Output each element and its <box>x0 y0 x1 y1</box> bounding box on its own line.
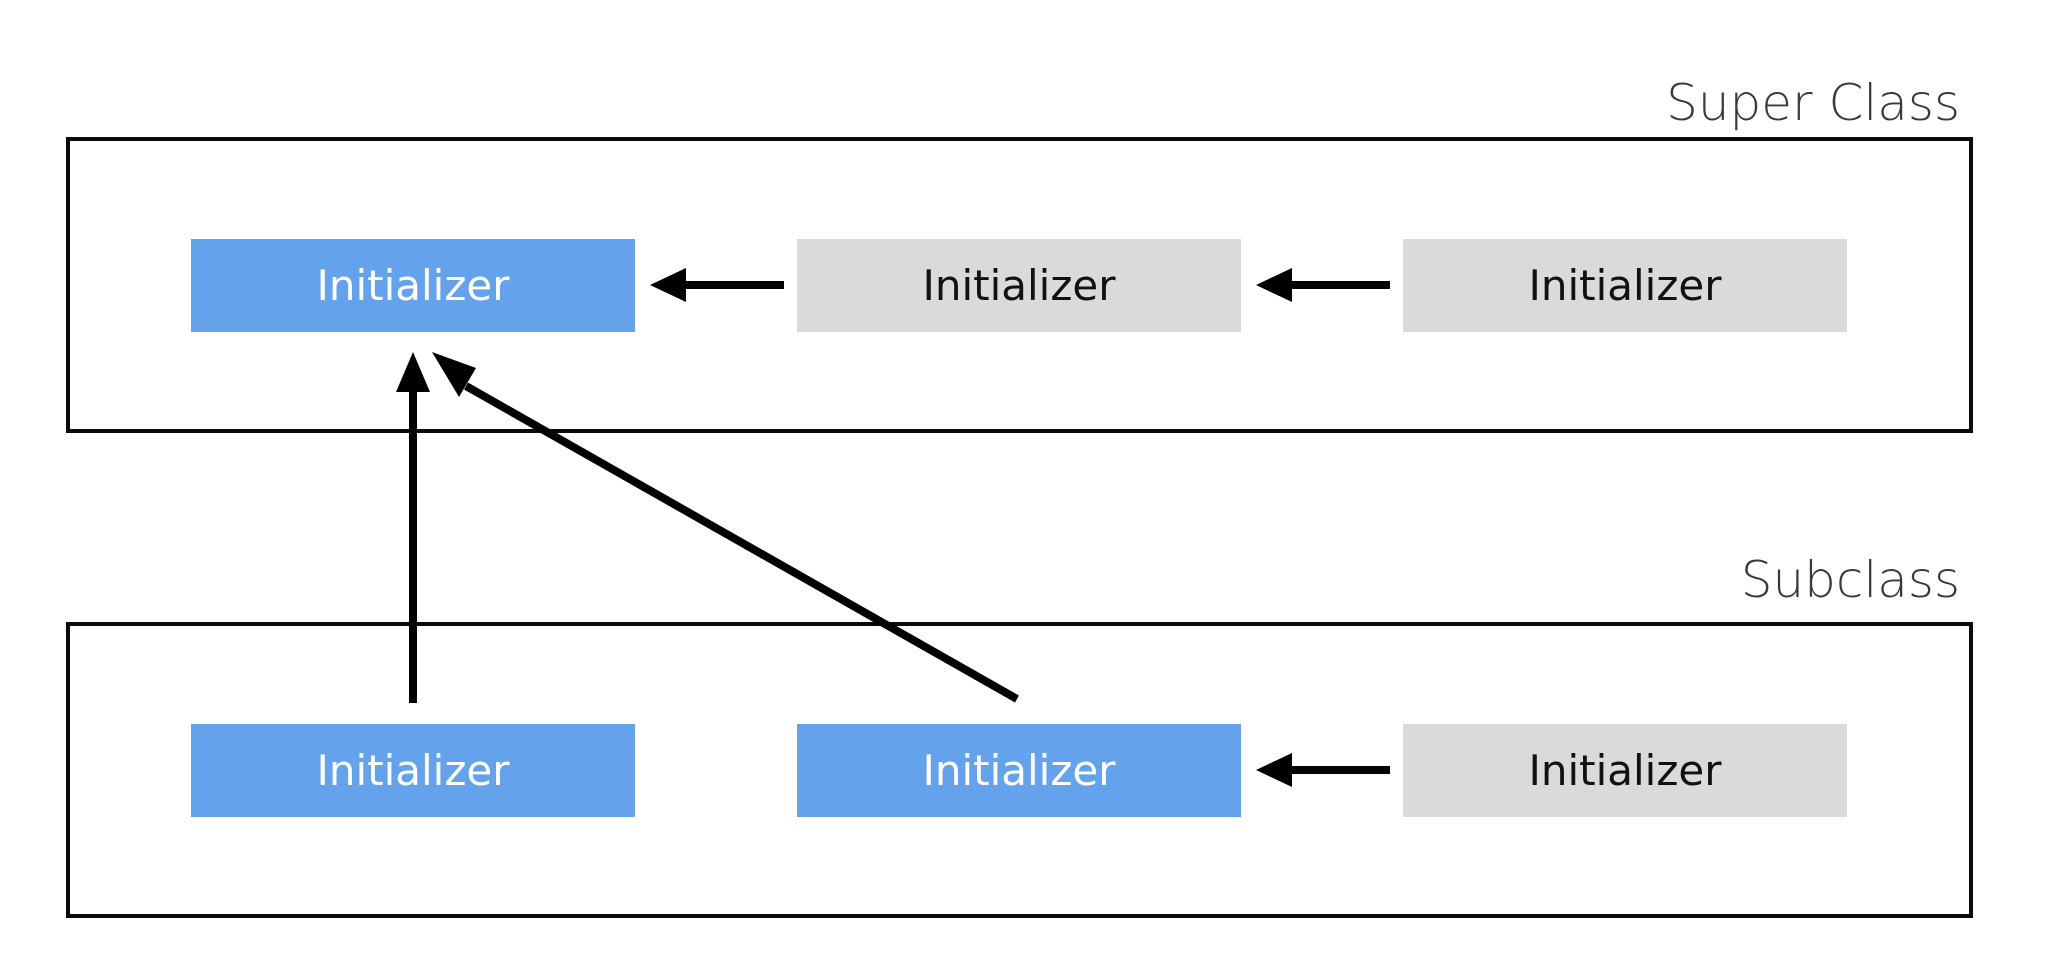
superclass-initializer-3-box <box>1403 239 1847 332</box>
superclass-initializer-3-label: Initializer <box>1528 261 1722 310</box>
superclass-frame <box>66 137 1973 433</box>
arrow-superclass-3-to-2 <box>1256 268 1390 302</box>
superclass-initializer-1-label: Initializer <box>316 261 510 310</box>
subclass-initializer-1-label: Initializer <box>316 746 510 795</box>
arrow-head <box>650 268 686 302</box>
subclass-initializer-3-box <box>1403 724 1847 817</box>
superclass-initializer-2-label: Initializer <box>922 261 1116 310</box>
arrow-head <box>432 352 476 397</box>
superclass-initializer-1: Initializer <box>191 239 635 332</box>
subclass-initializer-3-label: Initializer <box>1528 746 1722 795</box>
subclass-label: Subclass <box>1741 551 1960 609</box>
subclass-initializer-1: Initializer <box>191 724 635 817</box>
arrow-head <box>1256 268 1292 302</box>
subclass-initializer-1-box <box>191 724 635 817</box>
subclass-initializer-2-label: Initializer <box>922 746 1116 795</box>
subclass-initializer-2: Initializer <box>797 724 1241 817</box>
arrow-subclass-1-to-superclass-1 <box>396 352 430 703</box>
superclass-label: Super Class <box>1666 74 1960 132</box>
subclass-initializer-2-box <box>797 724 1241 817</box>
arrow-head <box>1256 753 1292 787</box>
arrow-head <box>396 352 430 392</box>
arrow-line <box>464 382 1019 703</box>
arrow-superclass-2-to-1 <box>650 268 784 302</box>
superclass-group: Super Class Initializer Initializer Init… <box>66 74 1973 433</box>
superclass-initializer-1-box <box>191 239 635 332</box>
arrow-subclass-3-to-2 <box>1256 753 1390 787</box>
superclass-initializer-2: Initializer <box>797 239 1241 332</box>
subclass-frame <box>66 622 1973 918</box>
superclass-initializer-2-box <box>797 239 1241 332</box>
arrow-subclass-2-to-superclass-1 <box>432 352 1019 703</box>
subclass-initializer-3: Initializer <box>1403 724 1847 817</box>
subclass-group: Subclass Initializer Initializer Initial… <box>66 551 1973 918</box>
superclass-initializer-3: Initializer <box>1403 239 1847 332</box>
